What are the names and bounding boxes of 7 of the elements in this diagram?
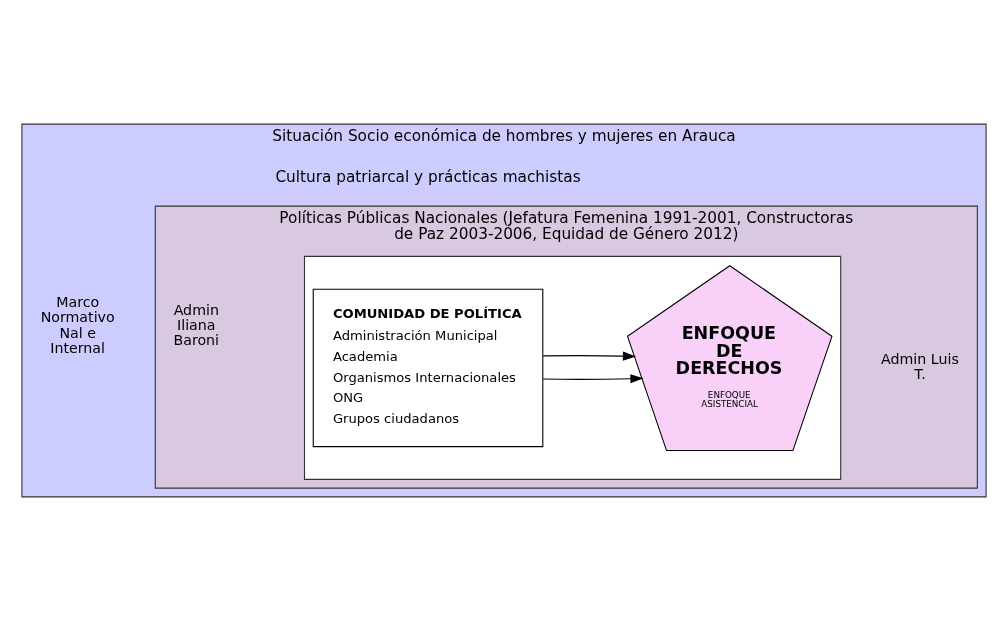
arrow [542, 351, 636, 361]
arrow [542, 373, 644, 383]
label: Marco Normativo Nal e Internal [40, 293, 115, 356]
cluster [303, 255, 842, 480]
node-box: COMUNIDAD DE POLÍTICA Administración Municipal Academia Organismos Internacionales ONG Grupos ciudadanos [312, 288, 544, 447]
label: Admin Iliana Baroni [173, 301, 220, 348]
label: Admin Luis T. [881, 350, 959, 382]
